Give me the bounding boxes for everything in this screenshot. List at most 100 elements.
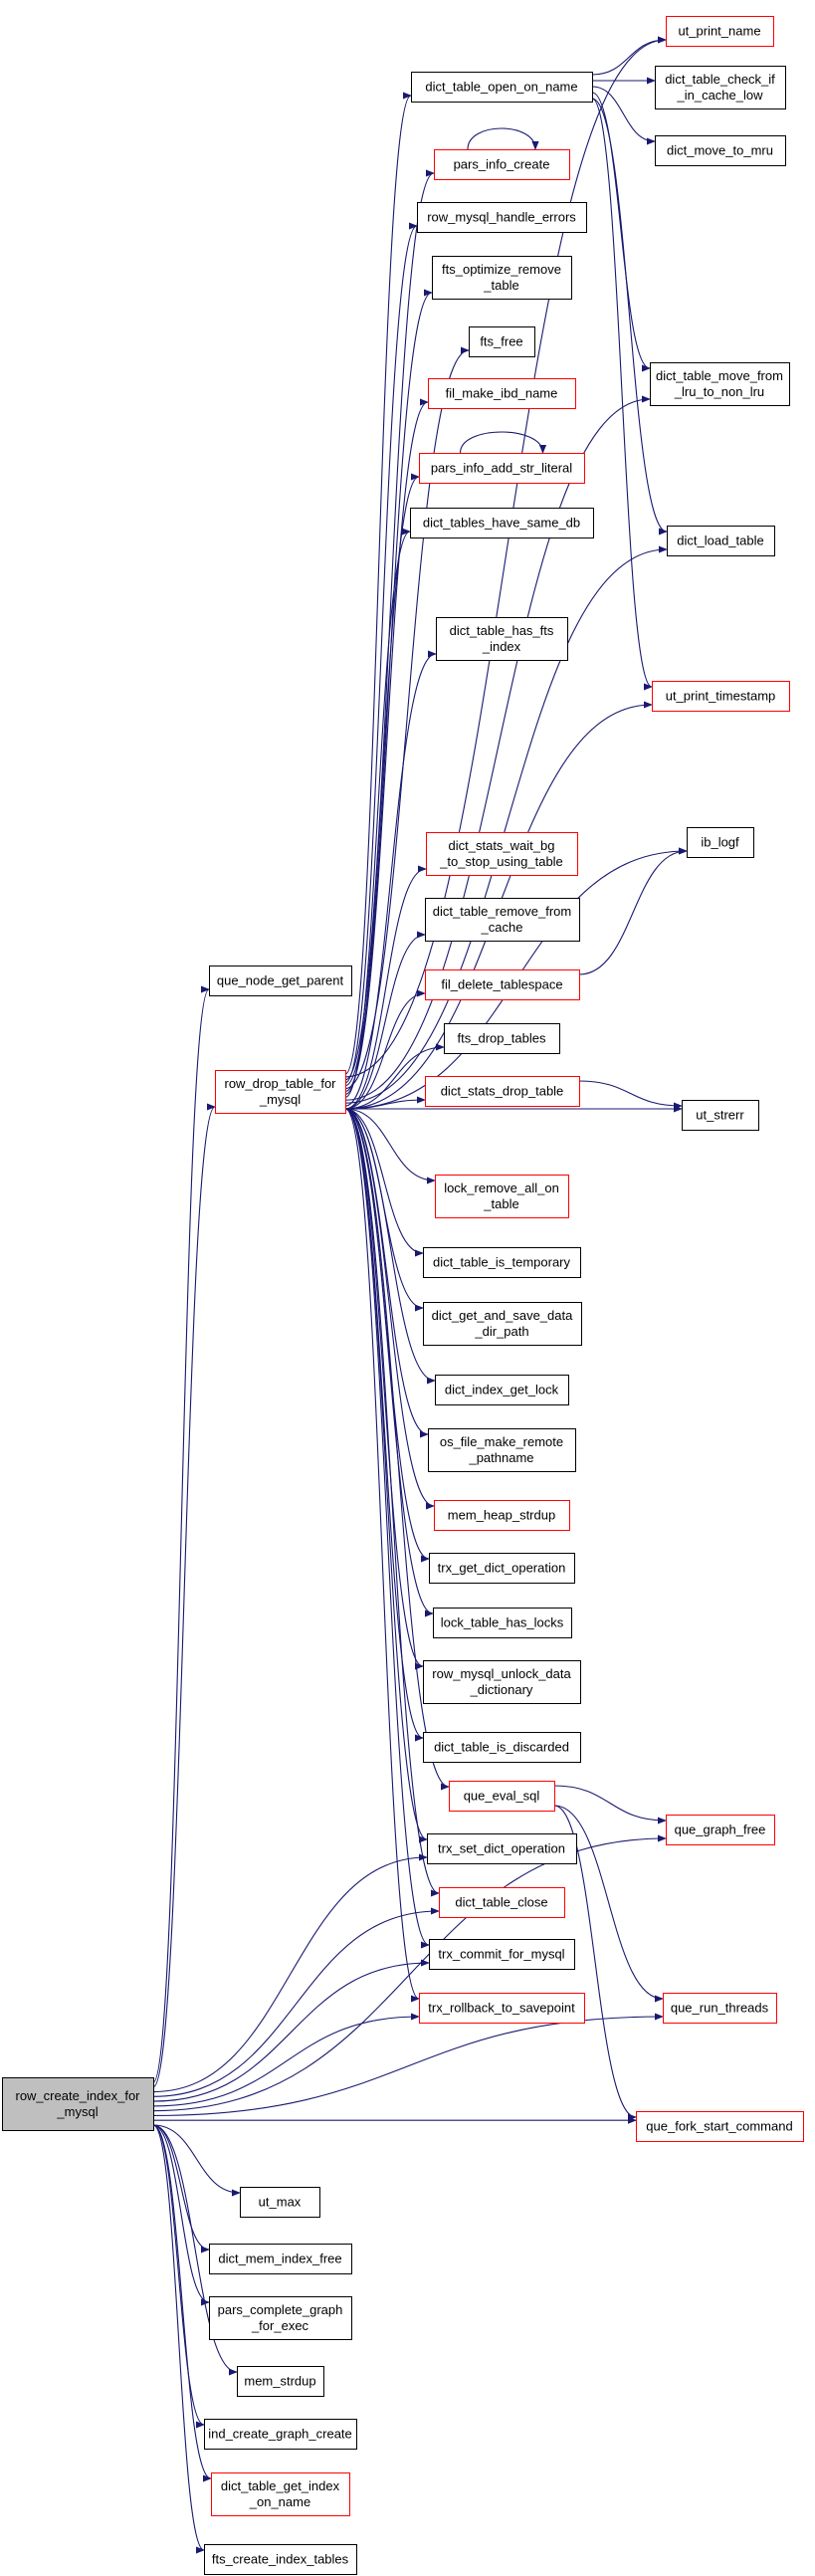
node-dict_load_table[interactable]: dict_load_table xyxy=(667,526,775,556)
node-box[interactable] xyxy=(429,1939,575,1970)
node-box[interactable] xyxy=(204,2544,357,2575)
node-row_drop_table_for_mysql[interactable]: row_drop_table_for_mysql xyxy=(215,1070,346,1114)
node-box[interactable] xyxy=(423,1302,582,1346)
node-que_graph_free[interactable]: que_graph_free xyxy=(666,1815,775,1845)
node-box[interactable] xyxy=(240,2187,320,2218)
node-row_mysql_handle_errors[interactable]: row_mysql_handle_errors xyxy=(417,202,587,233)
node-box[interactable] xyxy=(655,66,786,109)
node-box[interactable] xyxy=(449,1781,555,1812)
node-dict_table_get_index_on_name[interactable]: dict_table_get_index_on_name xyxy=(211,2472,350,2516)
node-dict_stats_drop_table[interactable]: dict_stats_drop_table xyxy=(425,1076,580,1107)
node-ind_create_graph_create[interactable]: ind_create_graph_create xyxy=(204,2419,357,2450)
node-box[interactable] xyxy=(209,966,352,996)
node-box[interactable] xyxy=(429,1553,575,1584)
node-box[interactable] xyxy=(687,827,754,858)
node-box[interactable] xyxy=(2,2077,154,2131)
node-os_file_make_remote_pathname[interactable]: os_file_make_remote_pathname xyxy=(428,1428,576,1472)
node-root[interactable]: row_create_index_for_mysql xyxy=(2,2077,154,2131)
node-que_run_threads[interactable]: que_run_threads xyxy=(663,1993,777,2024)
node-lock_remove_all_on_table[interactable]: lock_remove_all_on_table xyxy=(435,1175,569,1218)
node-box[interactable] xyxy=(417,202,587,233)
node-box[interactable] xyxy=(209,2296,352,2340)
node-box[interactable] xyxy=(666,16,774,47)
node-box[interactable] xyxy=(436,617,568,661)
node-fts_drop_tables[interactable]: fts_drop_tables xyxy=(444,1023,560,1054)
node-ut_strerr[interactable]: ut_strerr xyxy=(682,1100,759,1131)
node-fts_create_index_tables[interactable]: fts_create_index_tables xyxy=(204,2544,357,2575)
node-box[interactable] xyxy=(410,508,594,538)
node-box[interactable] xyxy=(425,1076,580,1107)
node-pars_info_add_str_literal[interactable]: pars_info_add_str_literal xyxy=(419,453,585,484)
node-dict_index_get_lock[interactable]: dict_index_get_lock xyxy=(435,1375,569,1405)
node-box[interactable] xyxy=(655,135,786,166)
node-box[interactable] xyxy=(636,2111,804,2142)
node-fil_make_ibd_name[interactable]: fil_make_ibd_name xyxy=(428,378,576,409)
node-box[interactable] xyxy=(435,1175,569,1218)
node-box[interactable] xyxy=(204,2419,357,2450)
node-box[interactable] xyxy=(432,256,572,300)
node-box[interactable] xyxy=(682,1100,759,1131)
node-box[interactable] xyxy=(428,378,576,409)
node-box[interactable] xyxy=(211,2472,350,2516)
node-box[interactable] xyxy=(444,1023,560,1054)
node-box[interactable] xyxy=(663,1993,777,2024)
node-dict_table_is_discarded[interactable]: dict_table_is_discarded xyxy=(423,1732,581,1763)
node-dict_table_remove_from_cache[interactable]: dict_table_remove_from_cache xyxy=(425,898,580,942)
node-que_fork_start_command[interactable]: que_fork_start_command xyxy=(636,2111,804,2142)
node-dict_table_check_if_in_cache_low[interactable]: dict_table_check_if_in_cache_low xyxy=(655,66,786,109)
node-fts_free[interactable]: fts_free xyxy=(469,326,535,357)
node-que_eval_sql[interactable]: que_eval_sql xyxy=(449,1781,555,1812)
node-box[interactable] xyxy=(427,1833,577,1864)
node-box[interactable] xyxy=(666,1815,775,1845)
node-pars_info_create[interactable]: pars_info_create xyxy=(434,149,570,180)
node-ut_print_timestamp[interactable]: ut_print_timestamp xyxy=(652,681,790,712)
node-fil_delete_tablespace[interactable]: fil_delete_tablespace xyxy=(425,969,580,1000)
node-box[interactable] xyxy=(215,1070,346,1114)
node-pars_complete_graph_for_exec[interactable]: pars_complete_graph_for_exec xyxy=(209,2296,352,2340)
node-dict_stats_wait_bg_to_stop_using_table[interactable]: dict_stats_wait_bg_to_stop_using_table xyxy=(426,832,578,876)
node-box[interactable] xyxy=(419,453,585,484)
node-box[interactable] xyxy=(237,2366,324,2397)
node-dict_table_close[interactable]: dict_table_close xyxy=(439,1887,565,1918)
node-trx_set_dict_operation[interactable]: trx_set_dict_operation xyxy=(427,1833,577,1864)
node-dict_table_has_fts_index[interactable]: dict_table_has_fts_index xyxy=(436,617,568,661)
node-lock_table_has_locks[interactable]: lock_table_has_locks xyxy=(433,1608,572,1638)
node-box[interactable] xyxy=(209,2244,352,2274)
node-ib_logf[interactable]: ib_logf xyxy=(687,827,754,858)
node-dict_tables_have_same_db[interactable]: dict_tables_have_same_db xyxy=(410,508,594,538)
node-ut_max[interactable]: ut_max xyxy=(240,2187,320,2218)
node-box[interactable] xyxy=(411,72,593,103)
node-fts_optimize_remove_table[interactable]: fts_optimize_remove_table xyxy=(432,256,572,300)
node-dict_table_move_from_lru_to_non_lru[interactable]: dict_table_move_from_lru_to_non_lru xyxy=(650,362,790,406)
node-box[interactable] xyxy=(425,969,580,1000)
node-dict_table_open_on_name[interactable]: dict_table_open_on_name xyxy=(411,72,593,103)
node-box[interactable] xyxy=(667,526,775,556)
node-box[interactable] xyxy=(433,1608,572,1638)
node-box[interactable] xyxy=(423,1247,581,1278)
node-trx_rollback_to_savepoint[interactable]: trx_rollback_to_savepoint xyxy=(419,1993,585,2024)
node-box[interactable] xyxy=(425,898,580,942)
node-dict_move_to_mru[interactable]: dict_move_to_mru xyxy=(655,135,786,166)
node-mem_strdup[interactable]: mem_strdup xyxy=(237,2366,324,2397)
node-dict_get_and_save_data_dir_path[interactable]: dict_get_and_save_data_dir_path xyxy=(423,1302,582,1346)
node-box[interactable] xyxy=(469,326,535,357)
node-trx_commit_for_mysql[interactable]: trx_commit_for_mysql xyxy=(429,1939,575,1970)
node-box[interactable] xyxy=(423,1660,581,1704)
node-box[interactable] xyxy=(434,149,570,180)
node-dict_table_is_temporary[interactable]: dict_table_is_temporary xyxy=(423,1247,581,1278)
node-box[interactable] xyxy=(423,1732,581,1763)
node-dict_mem_index_free[interactable]: dict_mem_index_free xyxy=(209,2244,352,2274)
node-mem_heap_strdup[interactable]: mem_heap_strdup xyxy=(434,1500,570,1531)
node-que_node_get_parent[interactable]: que_node_get_parent xyxy=(209,966,352,996)
node-box[interactable] xyxy=(439,1887,565,1918)
node-row_mysql_unlock_data_dictionary[interactable]: row_mysql_unlock_data_dictionary xyxy=(423,1660,581,1704)
node-ut_print_name[interactable]: ut_print_name xyxy=(666,16,774,47)
node-box[interactable] xyxy=(435,1375,569,1405)
node-box[interactable] xyxy=(434,1500,570,1531)
node-trx_get_dict_operation[interactable]: trx_get_dict_operation xyxy=(429,1553,575,1584)
node-box[interactable] xyxy=(650,362,790,406)
node-box[interactable] xyxy=(652,681,790,712)
node-box[interactable] xyxy=(426,832,578,876)
node-box[interactable] xyxy=(419,1993,585,2024)
node-box[interactable] xyxy=(428,1428,576,1472)
